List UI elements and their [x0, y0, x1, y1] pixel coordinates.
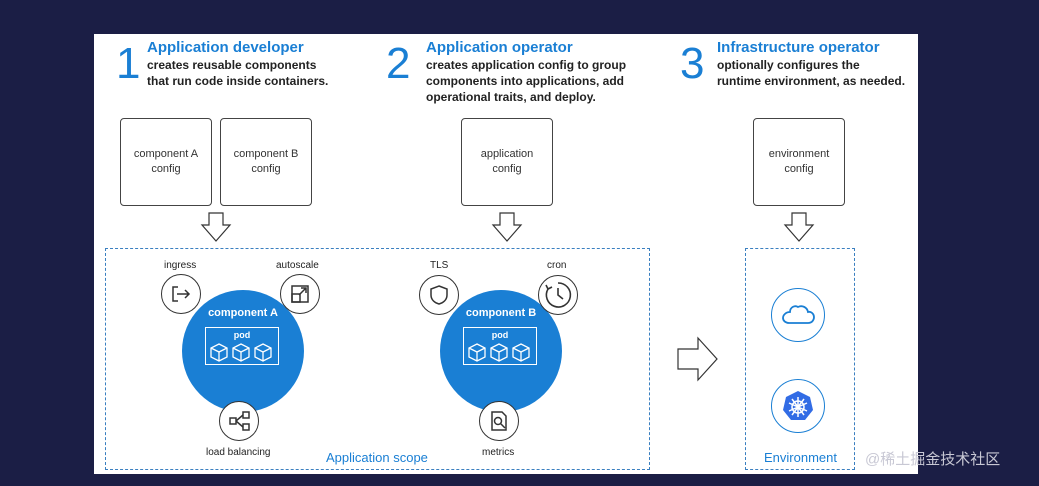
- clock-icon: [538, 275, 578, 315]
- down-arrow-icon: [200, 212, 232, 242]
- component-b-pod-label: pod: [491, 330, 509, 340]
- shield-icon: [419, 275, 459, 315]
- cube-icon: [210, 343, 272, 362]
- cron-label: cron: [547, 260, 567, 271]
- component-a-label: component A: [208, 307, 278, 319]
- component-b-pod: pod: [463, 327, 537, 365]
- down-arrow-icon: [783, 212, 815, 242]
- component-b-config-line-2: config: [251, 163, 281, 175]
- kubernetes-icon: [771, 379, 825, 433]
- component-a-config-line-1: component A: [133, 148, 199, 160]
- right-arrow-icon: [677, 336, 718, 382]
- watermark: @稀土掘金技术社区: [865, 451, 1001, 468]
- diagram-panel: 1 Application developer creates reusable…: [94, 34, 918, 474]
- role-3-desc-line-1: optionally configures the: [717, 58, 860, 72]
- metrics-icon: [479, 401, 519, 441]
- autoscale-label: autoscale: [276, 260, 319, 271]
- environment-config-line-2: config: [784, 163, 814, 175]
- ingress-label: ingress: [164, 260, 197, 271]
- metrics-label: metrics: [482, 447, 515, 458]
- role-2-number: 2: [386, 39, 411, 88]
- load-balancing-label: load balancing: [206, 447, 271, 458]
- role-1-description: creates reusable components that run cod…: [147, 57, 328, 89]
- environment-config-line-1: environment: [768, 148, 830, 160]
- component-b-config-line-1: component B: [233, 148, 299, 160]
- cloud-icon: [771, 288, 825, 342]
- role-1-desc-line-2: that run code inside containers.: [147, 74, 329, 88]
- component-a-pod-label: pod: [233, 330, 251, 340]
- component-b-config-box: component B config: [220, 118, 312, 206]
- role-3-desc-line-2: runtime environment, as needed.: [717, 74, 906, 88]
- tls-label: TLS: [430, 260, 449, 271]
- environment-scope-box: [745, 248, 855, 470]
- application-config-line-1: application: [480, 148, 534, 160]
- role-2-description: creates application config to group comp…: [426, 57, 626, 105]
- role-1-number: 1: [116, 39, 141, 88]
- component-b-circle: component B pod: [440, 290, 562, 412]
- component-a-config-line-2: config: [151, 163, 181, 175]
- application-scope-label: Application scope: [326, 450, 428, 465]
- down-arrow-icon: [491, 212, 523, 242]
- cube-icon: [468, 343, 530, 362]
- load-balancing-icon: [219, 401, 259, 441]
- environment-config-box: environment config: [753, 118, 845, 206]
- role-3-title: Infrastructure operator: [717, 39, 880, 56]
- component-a-circle: component A pod: [182, 290, 304, 412]
- autoscale-icon: [280, 274, 320, 314]
- component-a-config-box: component A config: [120, 118, 212, 206]
- role-2-desc-line-2: components into applications, add: [426, 74, 625, 88]
- role-2-title: Application operator: [426, 39, 573, 56]
- role-1-desc-line-1: creates reusable components: [147, 58, 317, 72]
- role-1-title: Application developer: [147, 39, 304, 56]
- application-config-line-2: config: [492, 163, 522, 175]
- role-2-desc-line-1: creates application config to group: [426, 58, 627, 72]
- environment-scope-label: Environment: [764, 450, 837, 465]
- application-config-box: application config: [461, 118, 553, 206]
- component-b-label: component B: [465, 307, 537, 319]
- role-2-desc-line-3: operational traits, and deploy.: [426, 90, 596, 104]
- component-a-pod: pod: [205, 327, 279, 365]
- role-3-number: 3: [680, 39, 705, 88]
- role-3-description: optionally configures the runtime enviro…: [717, 57, 905, 89]
- application-scope-box: [105, 248, 650, 470]
- ingress-icon: [161, 274, 201, 314]
